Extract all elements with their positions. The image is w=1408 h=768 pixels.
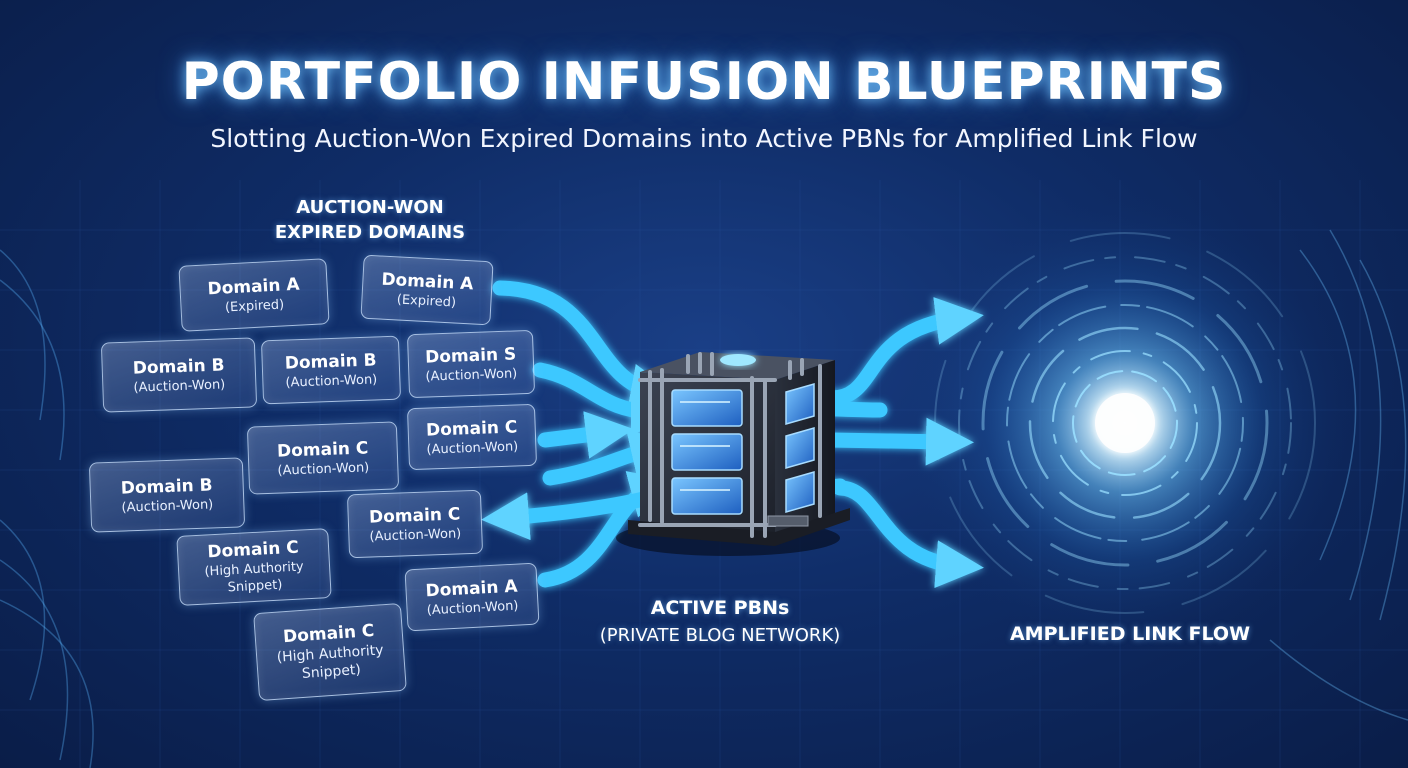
domain-card-status: (Auction-Won) [425, 365, 518, 385]
domain-card: Domain A (Auction-Won) [404, 562, 540, 632]
domain-card-status: (Auction-Won) [426, 438, 519, 458]
arrow-out-down [832, 480, 984, 589]
domain-card: Domain C (Auction-Won) [346, 489, 484, 559]
domain-card: Domain B (Auction-Won) [260, 335, 402, 405]
domain-card-name: Domain B [132, 354, 225, 379]
pbn-server-cube [616, 352, 850, 556]
domain-card-name: Domain C [276, 437, 369, 462]
domain-card-name: Domain B [284, 349, 377, 374]
auction-label-line1: AUCTION-WON [296, 197, 444, 218]
arrow-in-2 [532, 362, 679, 436]
domain-card: Domain S (Auction-Won) [406, 329, 536, 399]
domain-card-status: (Auction-Won) [369, 525, 462, 545]
domain-card-status: (High Authority Snippet) [276, 642, 385, 682]
domain-card-status: (Expired) [224, 296, 285, 316]
domain-card: Domain A (Expired) [360, 254, 494, 326]
domain-card-name: Domain C [368, 503, 461, 528]
arrow-out-up [822, 297, 984, 406]
active-pbn-label: ACTIVE PBNs (PRIVATE BLOG NETWORK) [590, 594, 850, 650]
domain-card: Domain C (Auction-Won) [246, 421, 400, 495]
domain-card-status: (High Authority Snippet) [204, 559, 305, 596]
page-title: PORTFOLIO INFUSION BLUEPRINTS [181, 52, 1227, 112]
domain-card: Domain C (High Authority Snippet) [176, 528, 332, 606]
domain-card: Domain A (Expired) [178, 258, 330, 332]
domain-card-status: (Auction-Won) [133, 376, 226, 396]
right-light-streaks [1269, 229, 1408, 721]
domain-card-name: Domain A [207, 274, 300, 299]
arrow-out-mid [822, 417, 974, 466]
arrow-out-left [481, 488, 663, 541]
arrow-in-1 [492, 280, 679, 412]
page-subtitle: Slotting Auction-Won Expired Domains int… [210, 124, 1198, 153]
arrow-in-4 [542, 429, 679, 486]
pbn-label-line1: ACTIVE PBNs [650, 597, 790, 619]
domain-card-name: Domain C [425, 416, 518, 441]
domain-card: Domain B (Auction-Won) [100, 337, 258, 413]
domain-card-status: (Auction-Won) [285, 371, 378, 391]
domain-card: Domain C (High Authority Snippet) [253, 602, 407, 702]
domain-card-status: (Auction-Won) [426, 598, 519, 618]
domain-card: Domain C (Auction-Won) [406, 403, 538, 471]
pbn-label-line2: (PRIVATE BLOG NETWORK) [599, 625, 841, 646]
domain-card-status: (Auction-Won) [121, 496, 214, 516]
amplified-link-flow-portal [895, 193, 1355, 653]
auction-won-group-label: AUCTION-WON EXPIRED DOMAINS [240, 195, 500, 245]
left-light-streaks [0, 249, 94, 768]
amplified-link-flow-label: AMPLIFIED LINK FLOW [1009, 623, 1251, 645]
domain-card-name: Domain S [424, 343, 517, 368]
domain-card-name: Domain B [120, 474, 213, 499]
domain-card-status: (Expired) [396, 291, 457, 311]
domain-card-status: (Auction-Won) [277, 459, 370, 479]
arrow-in-3 [537, 411, 634, 459]
domain-card-name: Domain A [380, 269, 474, 294]
auction-label-line2: EXPIRED DOMAINS [274, 222, 466, 243]
domain-card: Domain B (Auction-Won) [88, 457, 246, 533]
